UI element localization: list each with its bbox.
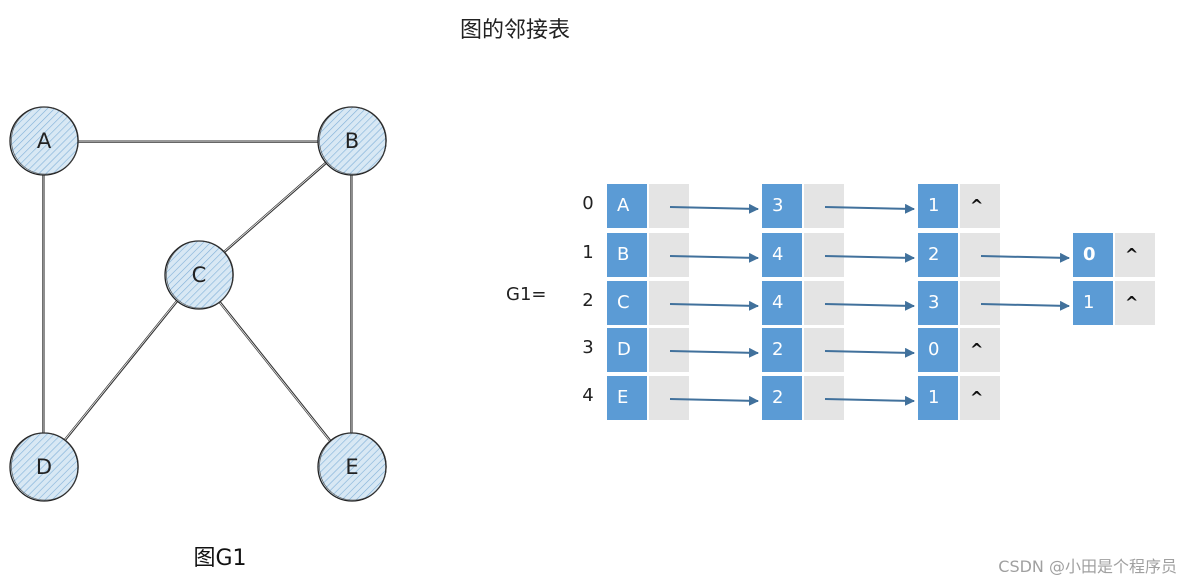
- edge-node-index-cell: 3: [761, 183, 803, 229]
- pointer-arrow: [669, 252, 759, 263]
- next-pointer-cell: [803, 375, 845, 421]
- null-pointer-cell: ^: [959, 375, 1001, 421]
- vertex-circle-sketch: [319, 106, 387, 175]
- vertex-circle-sketch: [166, 240, 234, 309]
- pointer-arrow: [669, 347, 759, 358]
- graph-edges: [42, 140, 353, 442]
- graph-diagram: A B C D E: [9, 106, 387, 502]
- edge-node-index-cell: 1: [917, 183, 959, 229]
- vertex-circle-sketch: [11, 432, 79, 501]
- null-pointer-cell: ^: [959, 327, 1001, 373]
- vertex-head-cell: B: [606, 232, 648, 278]
- vertex-C: C: [164, 240, 234, 310]
- graph-nodes: A B C D E: [9, 106, 387, 502]
- vertex-label: B: [345, 129, 359, 153]
- next-pointer-cell: [959, 232, 1001, 278]
- pointer-arrow: [980, 252, 1070, 263]
- pointer-arrow: [824, 203, 915, 214]
- edge-node-index-cell: 0: [1072, 232, 1114, 278]
- edge-node-index-cell: 4: [761, 232, 803, 278]
- pointer-arrow: [669, 395, 759, 406]
- pointer-arrow: [669, 300, 759, 311]
- vertex-pointer-cell: [648, 232, 690, 278]
- graph-caption: 图G1: [193, 546, 247, 571]
- vertex-label: A: [37, 129, 52, 153]
- pointer-arrow: [824, 300, 915, 311]
- page-title: 图的邻接表: [459, 18, 570, 43]
- row-index: 1: [582, 242, 594, 263]
- edge-node-index-cell: 4: [761, 280, 803, 326]
- null-pointer-cell: ^: [1114, 280, 1156, 326]
- next-pointer-cell: [803, 232, 845, 278]
- vertex-pointer-cell: [648, 280, 690, 326]
- edge-node-index-cell: 0: [917, 327, 959, 373]
- adjacency-list-label: G1=: [506, 284, 547, 305]
- vertex-B: B: [317, 106, 387, 176]
- edge-C-E: [218, 302, 330, 442]
- next-pointer-cell: [803, 280, 845, 326]
- vertex-head-cell: A: [606, 183, 648, 229]
- vertex-head-cell: D: [606, 327, 648, 373]
- pointer-arrow: [824, 252, 915, 263]
- vertex-circle-sketch: [319, 432, 387, 501]
- edge-node-index-cell: 1: [917, 375, 959, 421]
- next-pointer-cell: [959, 280, 1001, 326]
- vertex-A: A: [9, 106, 79, 176]
- watermark: CSDN @小田是个程序员: [998, 557, 1177, 576]
- edge-C-D: [64, 301, 179, 441]
- next-pointer-cell: [803, 183, 845, 229]
- vertex-label: D: [36, 455, 52, 479]
- pointer-arrow: [669, 203, 759, 214]
- edge-C-D: [63, 300, 177, 440]
- vertex-pointer-cell: [648, 183, 690, 229]
- edge-B-C: [223, 161, 326, 252]
- vertex-pointer-cell: [648, 375, 690, 421]
- vertex-D: D: [9, 432, 79, 502]
- null-pointer-cell: ^: [1114, 232, 1156, 278]
- edge-node-index-cell: 1: [1072, 280, 1114, 326]
- edge-B-C: [224, 162, 327, 254]
- vertex-label: C: [192, 263, 207, 287]
- row-index: 2: [582, 290, 594, 311]
- row-index: 3: [582, 337, 594, 358]
- vertex-E: E: [317, 432, 387, 502]
- vertex-circle-sketch: [11, 106, 79, 175]
- next-pointer-cell: [803, 327, 845, 373]
- vertex-head-cell: E: [606, 375, 648, 421]
- edge-node-index-cell: 2: [761, 327, 803, 373]
- null-pointer-cell: ^: [959, 183, 1001, 229]
- pointer-arrow: [824, 347, 915, 358]
- vertex-pointer-cell: [648, 327, 690, 373]
- row-index: 0: [582, 193, 594, 214]
- pointer-arrow: [980, 300, 1070, 311]
- edge-node-index-cell: 2: [917, 232, 959, 278]
- pointer-arrow: [824, 395, 915, 406]
- edge-node-index-cell: 2: [761, 375, 803, 421]
- vertex-head-cell: C: [606, 280, 648, 326]
- vertex-label: E: [345, 455, 358, 479]
- edge-node-index-cell: 3: [917, 280, 959, 326]
- edge-C-E: [219, 301, 332, 441]
- row-index: 4: [582, 385, 594, 406]
